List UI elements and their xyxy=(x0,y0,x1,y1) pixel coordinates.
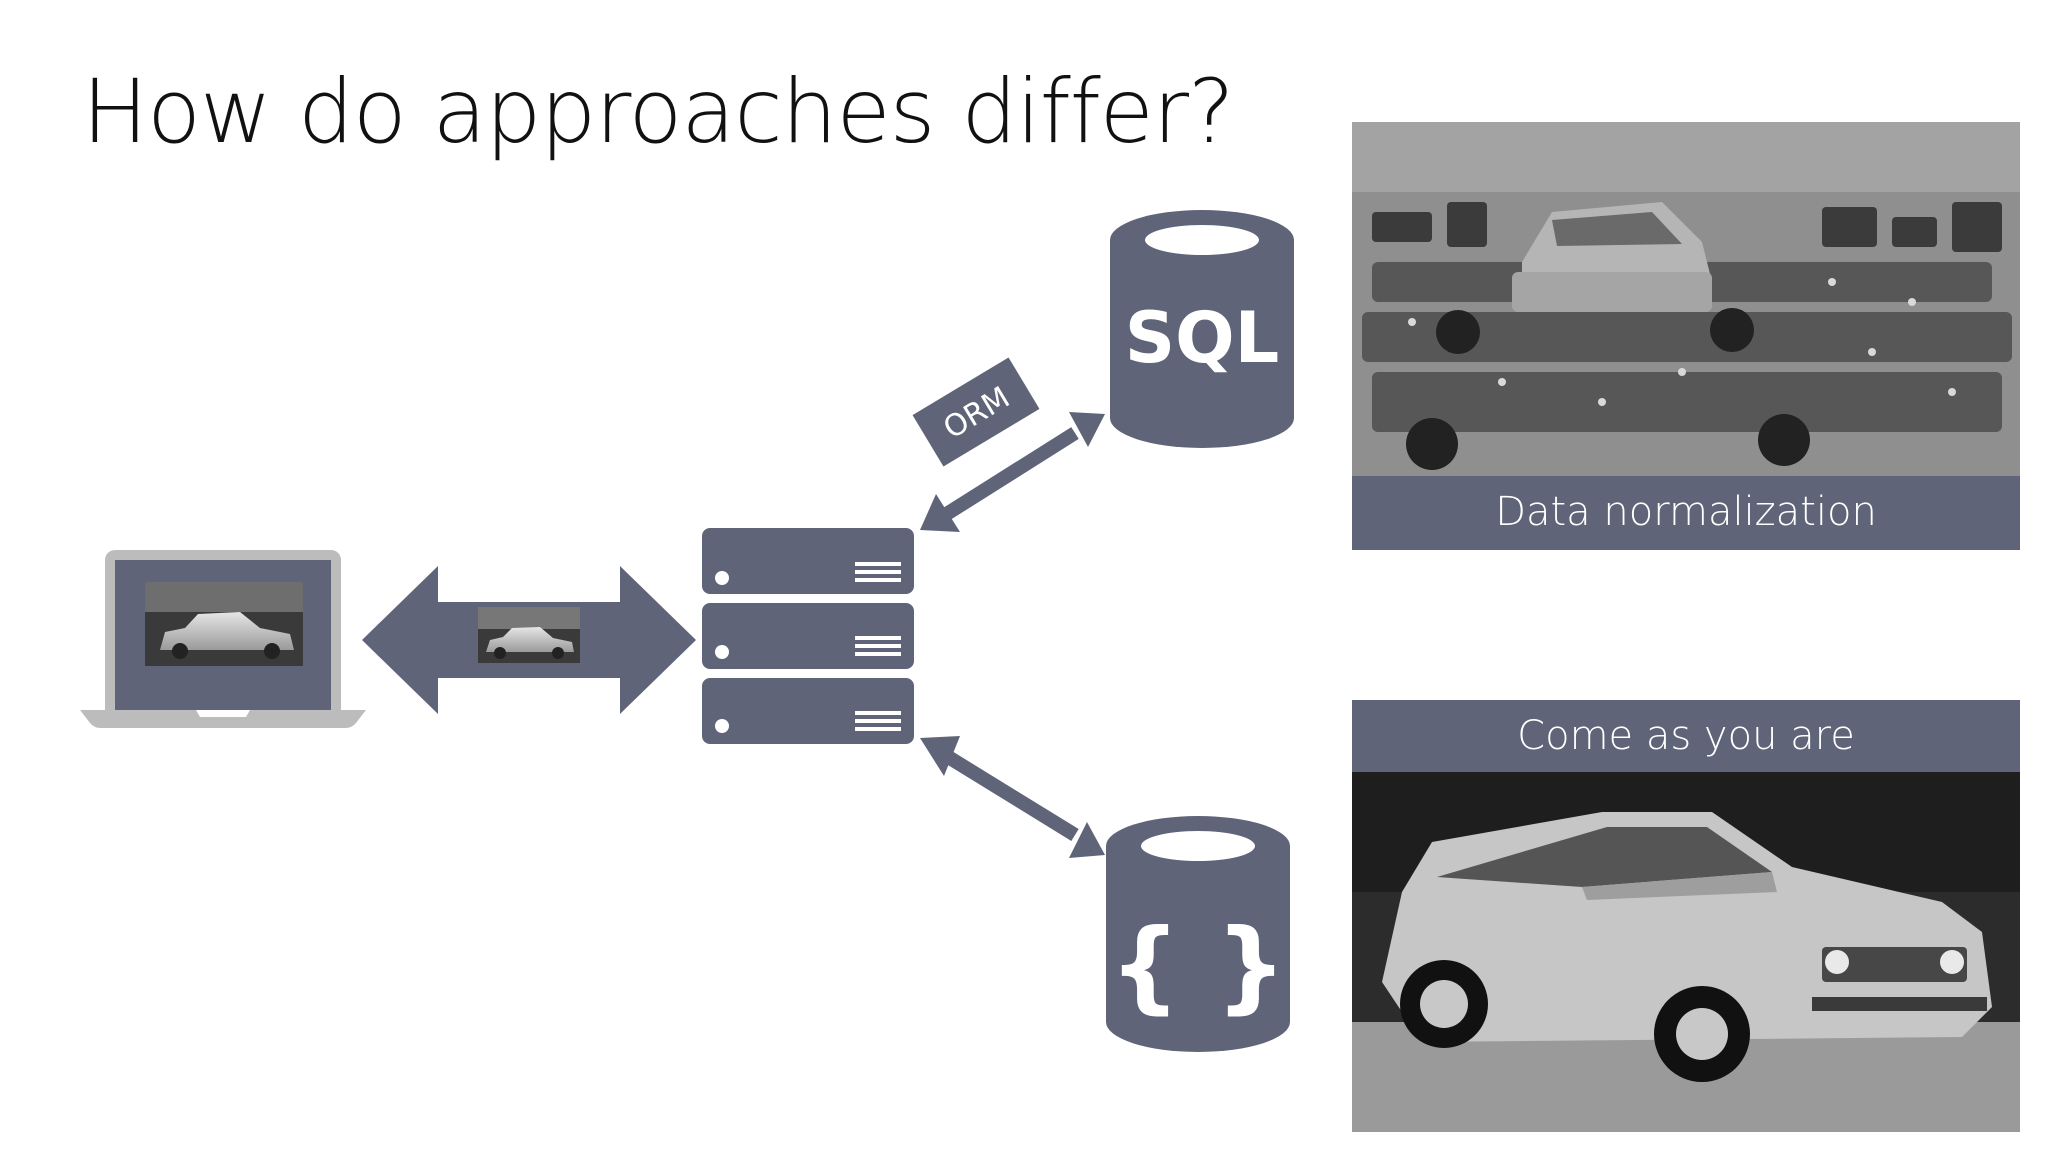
document-database-icon: { } xyxy=(1106,816,1290,1052)
laptop-screen-car-photo xyxy=(145,582,303,666)
server-sql-double-arrow xyxy=(920,412,1105,532)
come-as-you-are-caption: Come as you are xyxy=(1517,713,1855,759)
server-docdb-double-arrow xyxy=(920,736,1105,858)
server-unit xyxy=(702,528,914,594)
orm-label-box: ORM xyxy=(912,357,1040,467)
server-unit xyxy=(702,678,914,744)
server-unit xyxy=(702,603,914,669)
sql-database-icon: SQL xyxy=(1110,210,1294,448)
whole-car-photo xyxy=(1352,772,2020,1132)
laptop-icon xyxy=(80,550,366,728)
server-stack-icon xyxy=(702,528,914,744)
document-db-label: { } xyxy=(1109,907,1286,1024)
slide-title: How do approaches differ? xyxy=(82,60,1235,163)
client-server-double-arrow xyxy=(362,566,696,714)
come-as-you-are-panel: Come as you are xyxy=(1352,700,2020,1132)
data-normalization-caption: Data normalization xyxy=(1495,489,1877,535)
data-normalization-panel: Data normalization xyxy=(1352,122,2020,550)
sql-label: SQL xyxy=(1125,297,1280,379)
arrow-car-photo xyxy=(478,607,580,663)
car-parts-photo xyxy=(1352,122,2020,476)
